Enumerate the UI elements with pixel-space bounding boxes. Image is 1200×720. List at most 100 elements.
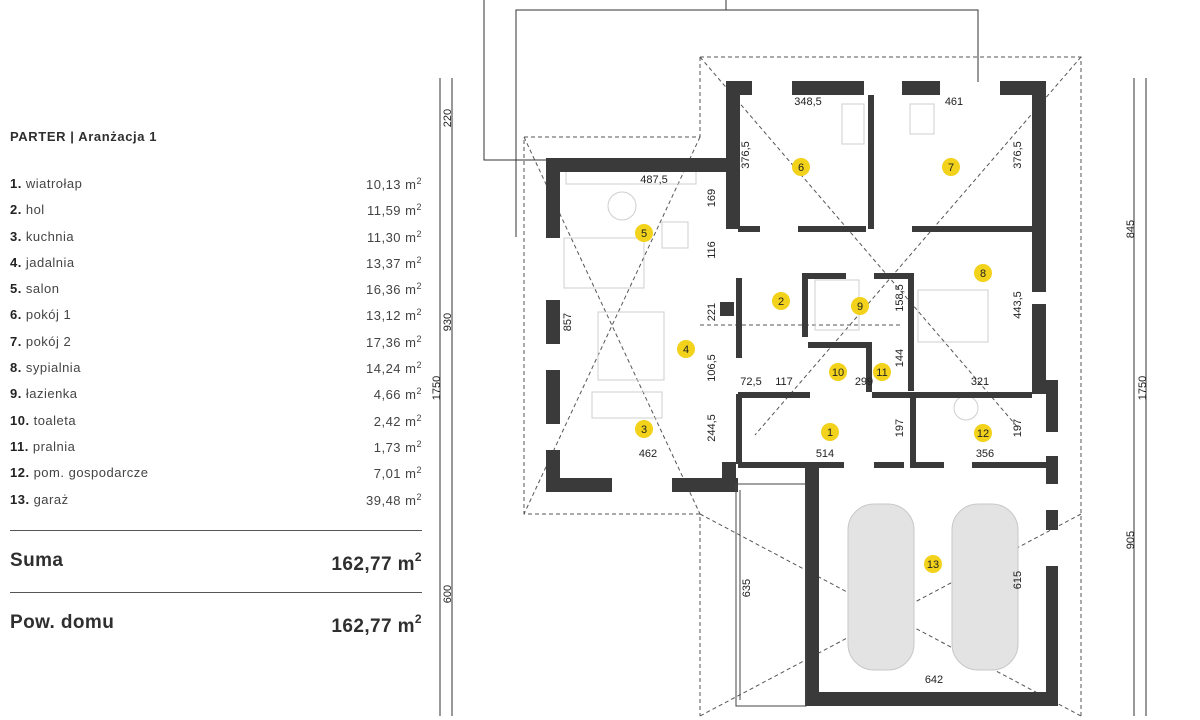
- room-badge-11: 11: [873, 363, 891, 381]
- dimension-d-514: 514: [816, 448, 834, 460]
- room-name: 8.sypialnia: [10, 360, 81, 376]
- room-badge-12: 12: [974, 424, 992, 442]
- room-row: 4.jadalnia 13,37 m2: [10, 255, 422, 281]
- room-row: 6.pokój 1 13,12 m2: [10, 307, 422, 333]
- svg-text:4: 4: [683, 344, 689, 356]
- svg-text:12: 12: [977, 428, 989, 440]
- dimension-d-197-b: 197: [1012, 419, 1024, 437]
- room-name: 2.hol: [10, 202, 45, 218]
- divider: [10, 592, 422, 593]
- room-area: 39,48 m2: [366, 491, 422, 508]
- room-badge-3: 3: [635, 420, 653, 438]
- total-label: Suma: [10, 550, 64, 571]
- room-badge-2: 2: [772, 292, 790, 310]
- dimension-d-221: 221: [706, 303, 718, 321]
- house-area-value: 162,77 m2: [331, 612, 422, 637]
- room-area: 1,73 m2: [373, 438, 422, 455]
- total-row: Suma 162,77 m2: [10, 550, 422, 576]
- dimension-d-106-5: 106,5: [706, 354, 718, 382]
- room-badge-9: 9: [851, 297, 869, 315]
- dimension-d-376-5-b: 376,5: [1012, 141, 1024, 169]
- house-area-row: Pow. domu 162,77 m2: [10, 612, 422, 638]
- dimension-d-321: 321: [971, 376, 989, 388]
- divider: [10, 530, 422, 531]
- roof-line: [515, 9, 979, 237]
- room-area: 13,12 m2: [366, 307, 422, 324]
- svg-text:2: 2: [778, 296, 784, 308]
- room-name: 13.garaż: [10, 491, 69, 507]
- room-area: 16,36 m2: [366, 281, 422, 298]
- room-area: 17,36 m2: [366, 333, 422, 350]
- room-area: 10,13 m2: [366, 176, 422, 192]
- dimension-d-462: 462: [639, 448, 657, 460]
- svg-text:8: 8: [980, 268, 986, 280]
- room-row: 8.sypialnia 14,24 m2: [10, 360, 422, 386]
- dimension-left-220: 220: [442, 109, 454, 127]
- total-value: 162,77 m2: [331, 550, 422, 575]
- dimension-d-244-5: 244,5: [706, 414, 718, 442]
- room-area: 13,37 m2: [366, 254, 422, 271]
- room-area: 4,66 m2: [373, 386, 422, 403]
- dimension-d-72-5: 72,5: [740, 376, 761, 388]
- terrace-outline: [735, 483, 807, 707]
- room-name: 6.pokój 1: [10, 307, 72, 323]
- svg-text:13: 13: [927, 559, 939, 571]
- room-badge-10: 10: [829, 363, 847, 381]
- room-name: 10.toaleta: [10, 412, 77, 428]
- dimension-d-461: 461: [945, 96, 963, 108]
- dimension-d-487-5: 487,5: [640, 174, 668, 186]
- room-area: 14,24 m2: [366, 360, 422, 377]
- walls: [546, 81, 1058, 706]
- room-name: 4.jadalnia: [10, 254, 75, 270]
- dimension-d-443-5: 443,5: [1012, 291, 1024, 319]
- room-name: 3.kuchnia: [10, 228, 75, 244]
- dimension-d-197-a: 197: [894, 419, 906, 437]
- room-name: 1.wiatrołap: [10, 176, 83, 191]
- dimension-d-169: 169: [706, 189, 718, 207]
- room-badge-13: 13: [924, 555, 942, 573]
- dimension-right-845: 845: [1125, 220, 1137, 238]
- svg-text:5: 5: [641, 228, 647, 240]
- room-badge-8: 8: [974, 264, 992, 282]
- house-area-label: Pow. domu: [10, 612, 115, 633]
- dimension-d-635: 635: [741, 579, 753, 597]
- room-row: 10.toaleta 2,42 m2: [10, 413, 422, 439]
- room-area: 11,30 m2: [366, 228, 422, 245]
- room-badge-5: 5: [635, 224, 653, 242]
- car-icon: [847, 503, 1019, 671]
- dimension-left-600: 600: [442, 585, 454, 603]
- dimension-d-116: 116: [706, 241, 718, 259]
- room-name: 12.pom. gospodarcze: [10, 465, 149, 481]
- room-row: 3.kuchnia 11,30 m2: [10, 229, 422, 255]
- furniture: [563, 103, 989, 421]
- dimension-d-117: 117: [775, 376, 793, 388]
- dimension-d-299: 299: [855, 376, 873, 388]
- room-row: 13.garaż 39,48 m2: [10, 492, 422, 518]
- room-name: 5.salon: [10, 281, 60, 297]
- dimension-d-615: 615: [1012, 571, 1024, 589]
- dimension-d-144: 144: [894, 349, 906, 367]
- dimension-right-1750: 1750: [1137, 376, 1149, 400]
- dimension-lines: [439, 78, 1147, 716]
- room-row: 5.salon 16,36 m2: [10, 281, 422, 307]
- svg-text:11: 11: [876, 367, 887, 379]
- room-area: 7,01 m2: [373, 465, 422, 482]
- dimension-d-376-5-a: 376,5: [740, 141, 752, 169]
- room-badge-7: 7: [942, 158, 960, 176]
- svg-text:1: 1: [827, 427, 833, 439]
- dimension-d-356: 356: [976, 448, 994, 460]
- svg-text:6: 6: [798, 162, 804, 174]
- room-area: 2,42 m2: [373, 412, 422, 429]
- dimension-d-857: 857: [562, 313, 574, 331]
- room-row: 11.pralnia 1,73 m2: [10, 439, 422, 465]
- dimension-d-642: 642: [925, 674, 943, 686]
- room-name: 11.pralnia: [10, 438, 76, 454]
